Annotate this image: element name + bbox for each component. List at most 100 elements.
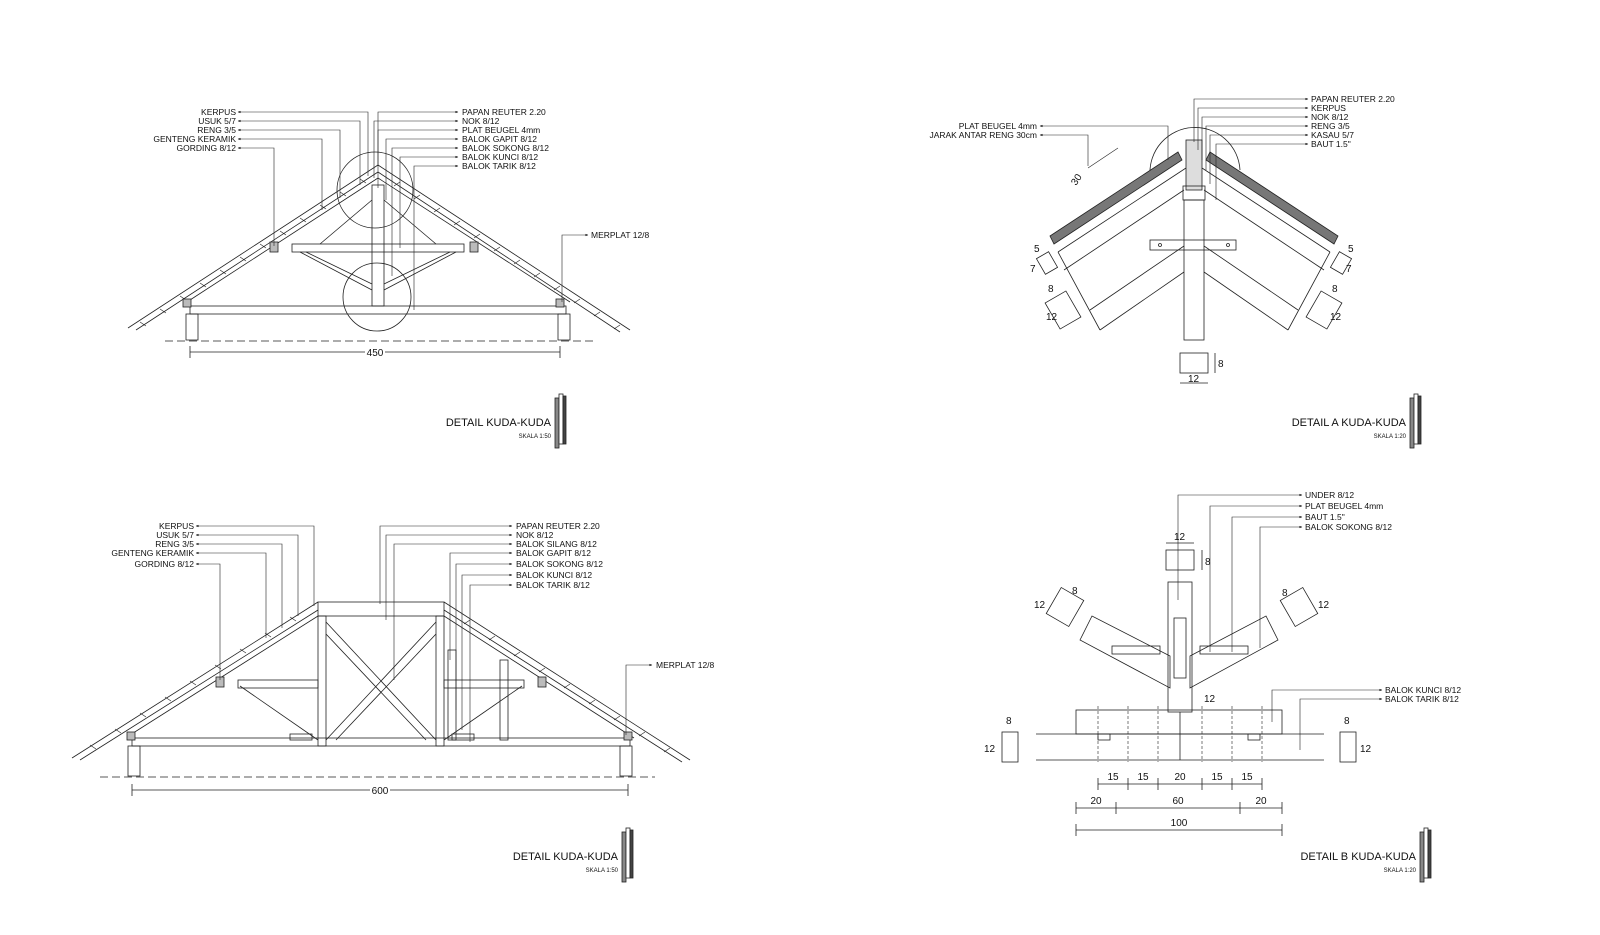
dim-left-big-a: 8 [1048,284,1054,295]
label-under-b: UNDER 8/12 [1305,490,1354,500]
leaders-right-1 [373,110,589,310]
leaders-detail-a [1039,97,1309,200]
label-balok-tarik-b: BALOK TARIK 8/12 [1385,694,1459,704]
label-genteng-3: GENTENG KERAMIK [111,548,194,558]
roof-tiles-3 [89,616,671,753]
dim-row2-2: 20 [1255,796,1267,807]
dim-left-tie-w: 8 [1006,716,1012,727]
drawing-scale-b: SKALA 1:20 [1384,868,1417,874]
dim-left-tie-h: 12 [984,744,996,755]
dim-span-3: 600 [372,786,389,797]
balok-kunci [291,243,465,253]
label-kerpus: KERPUS [201,107,236,117]
label-balok-kunci-3: BALOK KUNCI 8/12 [516,570,592,580]
label-balok-sokong: BALOK SOKONG 8/12 [462,143,549,153]
dim-row1-2: 20 [1174,772,1186,783]
label-nok-a: NOK 8/12 [1311,112,1349,122]
label-balok-sokong-3: BALOK SOKONG 8/12 [516,559,603,569]
label-merplat-3: MERPLAT 12/8 [656,660,715,670]
dim-right-small-a: 5 [1348,244,1354,255]
label-gording-3: GORDING 8/12 [134,559,194,569]
dim-left-small-a: 5 [1034,244,1040,255]
label-nok: NOK 8/12 [462,116,500,126]
dim-right-strut-a: 8 [1282,588,1288,599]
dim-span: 450 [367,348,384,359]
balok-tarik-3 [131,737,631,747]
detail-circle-a [336,151,414,229]
label-usuk: USUK 5/7 [198,116,236,126]
king-post [371,184,385,307]
labels-drawing-1: KERPUS USUK 5/7 RENG 3/5 GENTENG KERAMIK… [153,107,649,440]
roof-tiles-left [139,178,367,327]
label-baut-a: BAUT 1.5" [1311,139,1351,149]
label-baut-b: BAUT 1.5" [1305,512,1345,522]
drawing-title-b: DETAIL B KUDA-KUDA [1300,851,1416,863]
label-papan-reuter-3: PAPAN REUTER 2.20 [516,521,600,531]
label-balok-gapit: BALOK GAPIT 8/12 [462,134,537,144]
leaders-left-1 [237,110,369,246]
dim-left-strut-b: 8 [1072,586,1078,597]
label-balok-kunci-b: BALOK KUNCI 8/12 [1385,685,1461,695]
label-kerpus-3: KERPUS [159,521,194,531]
dim-right-strut-b: 12 [1318,600,1330,611]
drawing-scale-3: SKALA 1:50 [586,868,619,874]
drawing-scale-a: SKALA 1:20 [1374,434,1407,440]
label-balok-sokong-b: BALOK SOKONG 8/12 [1305,522,1392,532]
dim-reng-spacing: 30 [1069,172,1085,188]
label-jarak-reng: JARAK ANTAR RENG 30cm [929,130,1037,140]
label-reng: RENG 3/5 [197,125,236,135]
leaders-detail-b [1177,493,1383,750]
label-kasau-a: KASAU 5/7 [1311,130,1354,140]
label-merplat: MERPLAT 12/8 [591,230,650,240]
dim-left-small-b: 7 [1030,264,1036,275]
dim-row2-0: 20 [1090,796,1102,807]
leaders-right-3 [379,524,653,742]
drawing-title: DETAIL KUDA-KUDA [446,417,552,429]
label-reng-a: RENG 3/5 [1311,121,1350,131]
wall-left [185,313,199,341]
drawing-kuda-kuda-450 [127,110,631,449]
dim-left-big-b: 12 [1046,312,1058,323]
balok-tarik [189,305,567,315]
labels-drawing-2: PLAT BEUGEL 4mm JARAK ANTAR RENG 30cm PA… [929,94,1406,440]
label-reng-3: RENG 3/5 [155,539,194,549]
dim-right-small-b: 7 [1346,264,1352,275]
dim-row1-0: 15 [1107,772,1119,783]
roof-layers-left [1049,151,1187,331]
label-balok-kunci: BALOK KUNCI 8/12 [462,152,538,162]
drawing-scale: SKALA 1:50 [519,434,552,440]
wall-right [557,313,571,341]
roof-rafters [127,164,631,333]
drawing-title-3: DETAIL KUDA-KUDA [513,851,619,863]
dim-row1-4: 15 [1241,772,1253,783]
label-gording: GORDING 8/12 [176,143,236,153]
label-usuk-3: USUK 5/7 [156,530,194,540]
dim-left-strut-a: 12 [1034,600,1046,611]
dim-row2-1: 60 [1172,796,1184,807]
dim-row1-1: 15 [1137,772,1149,783]
label-plat-beugel: PLAT BEUGEL 4mm [462,125,540,135]
drawing-title-a: DETAIL A KUDA-KUDA [1292,417,1407,429]
label-balok-gapit-3: BALOK GAPIT 8/12 [516,548,591,558]
leaders-left-3 [195,524,315,680]
dim-right-tie-h: 12 [1360,744,1372,755]
drawing-kuda-kuda-600 [71,524,691,883]
drawing-detail-b [1001,493,1432,883]
roof-layers-right [1201,151,1339,331]
dim-right-big-a: 8 [1332,284,1338,295]
roof-tiles-right [393,181,621,330]
dim-post-w: 12 [1188,374,1200,385]
dim-total: 100 [1171,818,1188,829]
papan-reuter-box [317,601,445,617]
label-balok-tarik: BALOK TARIK 8/12 [462,161,536,171]
label-balok-tarik-3: BALOK TARIK 8/12 [516,580,590,590]
label-plat-beugel-b: PLAT BEUGEL 4mm [1305,501,1383,511]
drawing-detail-a [1035,97,1422,449]
label-papan-reuter-a: PAPAN REUTER 2.20 [1311,94,1395,104]
label-genteng: GENTENG KERAMIK [153,134,236,144]
dim-top-h: 8 [1205,557,1211,568]
label-plat-beugel-a: PLAT BEUGEL 4mm [959,121,1037,131]
dim-right-big-b: 12 [1330,312,1342,323]
labels-drawing-3: KERPUS USUK 5/7 RENG 3/5 GENTENG KERAMIK… [111,521,714,874]
